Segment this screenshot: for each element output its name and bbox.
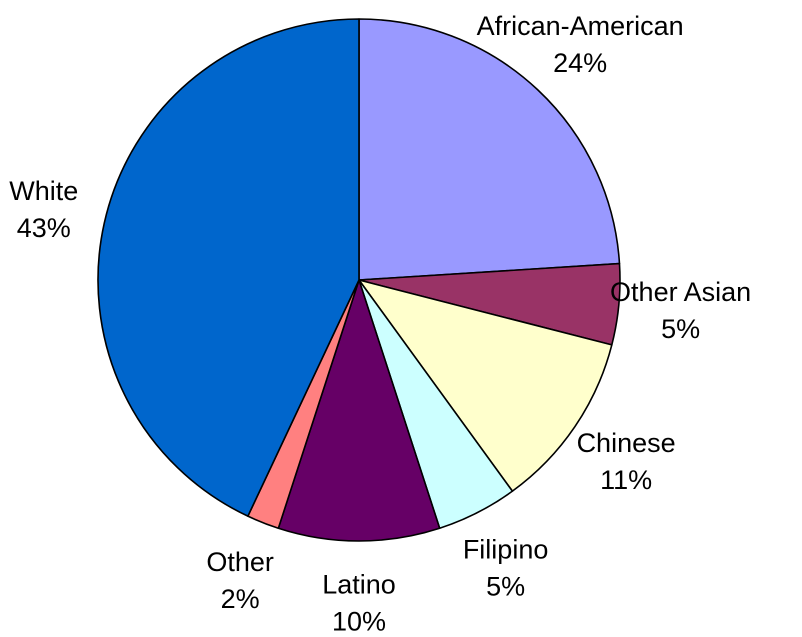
pie-label-percent: 11% [600,465,652,495]
labels-layer: African-American 24% Other Asian 5% Chinese 1… [9,11,751,637]
pie-label-percent: 5% [661,314,700,344]
pie-label-category: White [9,176,78,206]
pie-label-category: Chinese [577,428,676,458]
pie-slice-chinese [358,279,613,492]
pie-label-african-american: African-American 24% [477,11,684,78]
pie-slice-white [97,18,360,517]
pie-label-latino: Latino 10% [322,570,396,633]
pie-slice-latino [277,279,441,542]
pie-label-percent: 5% [486,571,525,601]
pie-label-category: African-American [477,11,684,41]
pie-label-category: Latino [322,570,396,600]
pie-label-chinese: Chinese 11% [577,428,676,495]
slices-layer [97,18,621,542]
pie-label-white: White 43% [9,176,78,243]
pie-label-percent: 43% [17,213,71,243]
pie-label-other: Other 2% [206,547,274,614]
pie-label-category: Filipino [463,534,549,564]
pie-label-percent: 24% [553,48,607,78]
pie-label-filipino: Filipino 5% [463,534,549,601]
pie-label-category: Other Asian [610,277,751,307]
pie-label-other-asian: Other Asian 5% [610,277,751,344]
pie-label-percent: 10% [332,607,386,633]
pie-slice-african-american [358,18,621,281]
pie-label-percent: 2% [221,584,260,614]
pie-label-category: Other [206,547,274,577]
